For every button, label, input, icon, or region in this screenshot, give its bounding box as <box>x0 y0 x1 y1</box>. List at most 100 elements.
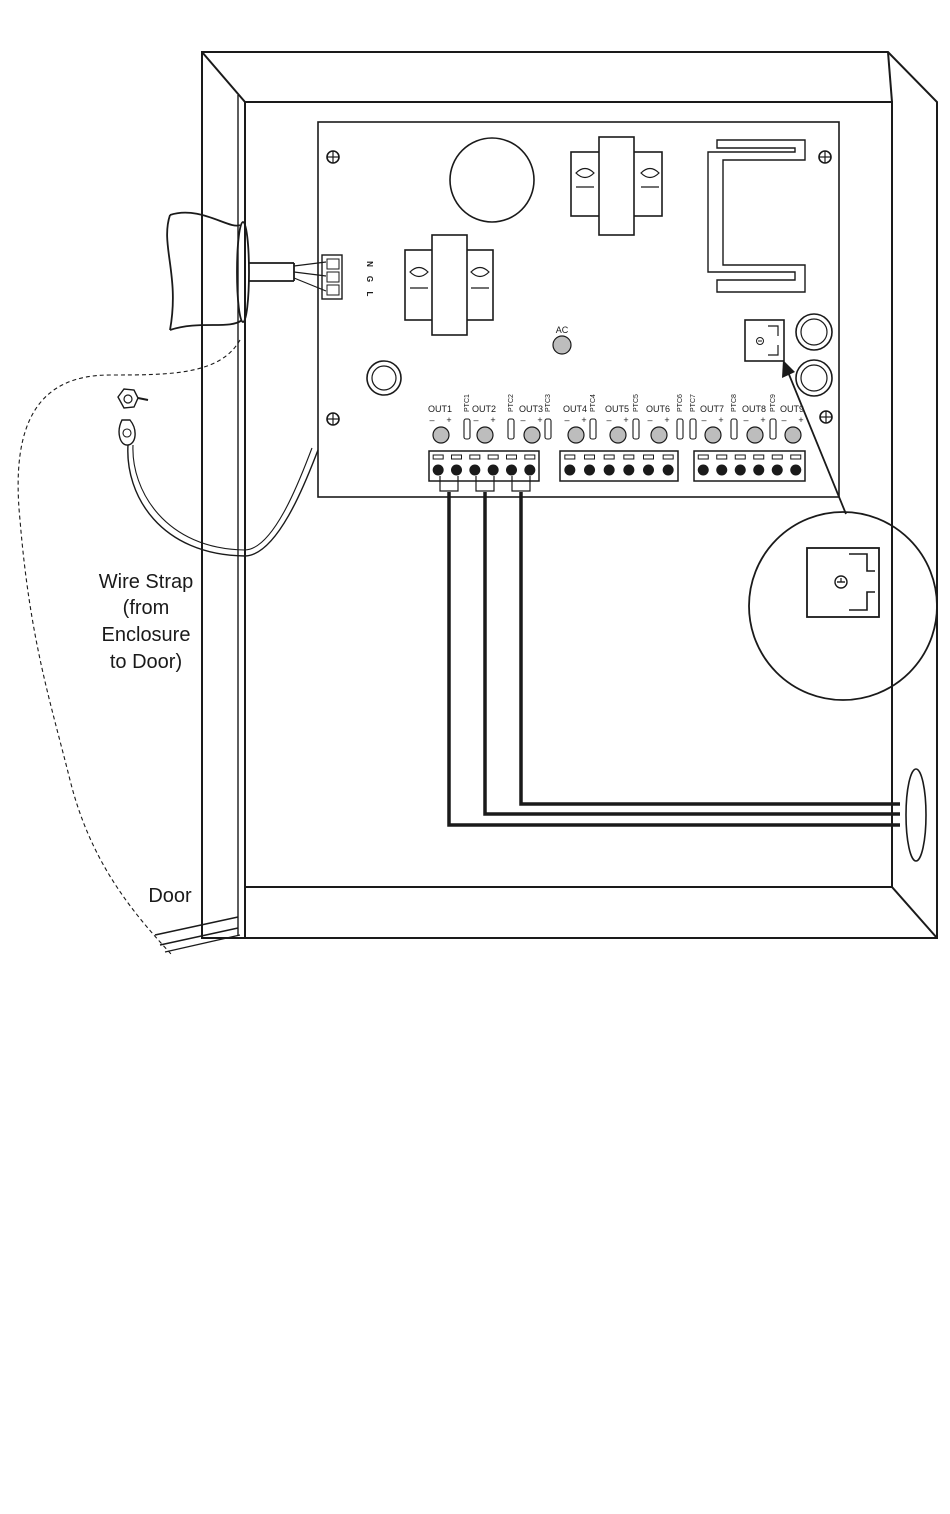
polarity-plus: + <box>718 415 723 425</box>
terminal-slot <box>565 455 575 459</box>
output-wire-1 <box>449 492 900 825</box>
terminal-screw-15 <box>735 465 746 476</box>
polarity-plus: + <box>623 415 628 425</box>
enclosure-edge-tr <box>888 52 892 102</box>
door-edge-2 <box>160 928 238 945</box>
terminal-screw-17 <box>772 465 783 476</box>
terminal-screw-10 <box>623 465 634 476</box>
terminal-slot <box>791 455 801 459</box>
terminal-screw-11 <box>643 465 654 476</box>
ptc-fuse-7 <box>690 419 696 439</box>
polarity-plus: + <box>537 415 542 425</box>
ac-label: AC <box>556 325 569 335</box>
terminal-block-1 <box>429 451 539 481</box>
screw-icon <box>819 151 831 163</box>
output-wire-3 <box>521 492 900 804</box>
polarity-minus: – <box>429 415 434 425</box>
polarity-minus: – <box>701 415 706 425</box>
polarity-plus: + <box>581 415 586 425</box>
polarity-plus: + <box>798 415 803 425</box>
terminal-screw-4 <box>488 465 499 476</box>
output-label-9: OUT9 <box>780 404 804 414</box>
ptc-fuse-9 <box>770 419 776 439</box>
conduit-fitting <box>237 222 249 322</box>
conduit-top <box>170 213 240 226</box>
terminal-slot <box>433 455 443 459</box>
ac-wire-n <box>294 262 326 266</box>
pin-label-g: G <box>365 276 374 282</box>
enclosure-back-panel <box>245 102 892 887</box>
ac-wire-l <box>294 278 326 291</box>
enclosure-edge-tl <box>202 52 245 102</box>
terminal-slot <box>585 455 595 459</box>
capacitor <box>450 138 534 222</box>
pin-label-l: L <box>365 292 374 297</box>
ground-stud-icon <box>118 389 148 445</box>
output-section: OUT1–+OUT2–+OUT3–+OUT4–+OUT5–+OUT6–+OUT7… <box>428 394 804 443</box>
terminal-screw-18 <box>790 465 801 476</box>
output-led-7 <box>705 427 721 443</box>
tamper-detail-callout <box>749 360 937 700</box>
output-label-7: OUT7 <box>700 404 724 414</box>
polarity-plus: + <box>490 415 495 425</box>
terminal-slot <box>663 455 673 459</box>
ptc-fuse-3 <box>545 419 551 439</box>
output-wire-jumper-3 <box>512 476 530 491</box>
polarity-minus: – <box>520 415 525 425</box>
polarity-plus: + <box>760 415 765 425</box>
terminal-screw-2 <box>451 465 462 476</box>
conduit-bottom <box>170 320 242 330</box>
terminal-screw-9 <box>604 465 615 476</box>
knockout-hole <box>906 769 926 861</box>
polarity-minus: – <box>743 415 748 425</box>
ptc-label-4: PTC4 <box>590 394 597 412</box>
ptc-label-1: PTC1 <box>464 394 471 412</box>
ptc-fuse-8 <box>731 419 737 439</box>
ac-wire-g <box>294 272 326 276</box>
terminal-screw-3 <box>469 465 480 476</box>
ptc-fuse-5 <box>633 419 639 439</box>
output-label-8: OUT8 <box>742 404 766 414</box>
terminal-screw-7 <box>564 465 575 476</box>
terminal-slot <box>735 455 745 459</box>
polarity-plus: + <box>664 415 669 425</box>
magnifier-circle <box>749 512 937 700</box>
wire-strap-label-line1: Wire Strap <box>99 571 193 593</box>
ptc-label-2: PTC2 <box>508 394 515 412</box>
ac-led <box>553 336 571 354</box>
polarity-minus: – <box>647 415 652 425</box>
terminal-block-3 <box>694 451 805 481</box>
output-led-2 <box>477 427 493 443</box>
output-label-6: OUT6 <box>646 404 670 414</box>
output-wire-jumper-2 <box>476 476 494 491</box>
polarity-minus: – <box>781 415 786 425</box>
output-led-6 <box>651 427 667 443</box>
output-led-4 <box>568 427 584 443</box>
output-label-1: OUT1 <box>428 404 452 414</box>
door-label: Door <box>148 885 192 907</box>
ptc-label-9: PTC9 <box>770 394 777 412</box>
terminal-block-2 <box>560 451 678 481</box>
door-edge <box>155 917 238 935</box>
ptc-label-7: PTC7 <box>690 394 697 412</box>
wire-strap-label: Wire Strap (from Enclosure to Door) <box>99 571 193 673</box>
door <box>18 340 240 955</box>
wire-strap-label-line2: (from <box>123 597 170 619</box>
output-wire-jumper-1 <box>440 476 458 491</box>
output-label-5: OUT5 <box>605 404 629 414</box>
transformer-top <box>571 137 662 235</box>
ptc-fuse-2 <box>508 419 514 439</box>
ptc-fuse-6 <box>677 419 683 439</box>
polarity-minus: – <box>564 415 569 425</box>
enclosure-edge-br <box>892 887 937 938</box>
terminal-slot <box>604 455 614 459</box>
terminal-screw-14 <box>716 465 727 476</box>
screw-icon <box>327 151 339 163</box>
output-led-8 <box>747 427 763 443</box>
ptc-fuse-1 <box>464 419 470 439</box>
screw-icon <box>327 413 339 425</box>
ptc-label-3: PTC3 <box>545 394 552 412</box>
output-led-3 <box>524 427 540 443</box>
pin-label-n: N <box>365 261 374 267</box>
